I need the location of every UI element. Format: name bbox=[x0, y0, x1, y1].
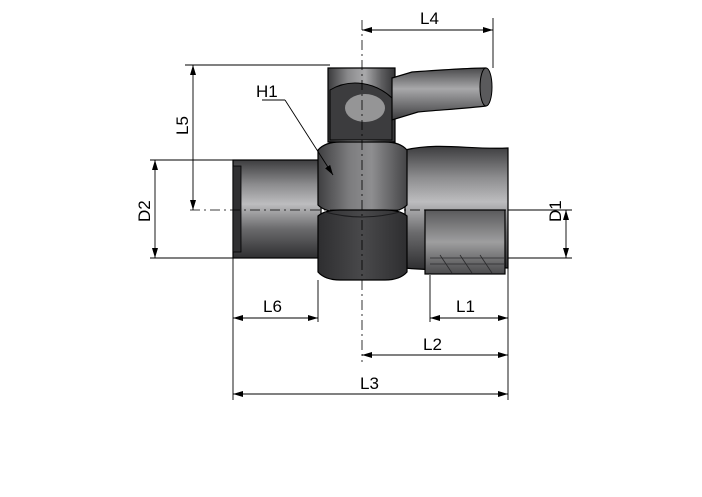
stem-highlight bbox=[345, 94, 385, 122]
label-H1: H1 bbox=[256, 82, 278, 101]
dimension-labels: L4 L5 D2 D1 H1 L6 L1 L2 L3 bbox=[135, 9, 565, 393]
male-thread-end bbox=[232, 159, 322, 259]
lever-tip bbox=[479, 67, 493, 107]
label-L4: L4 bbox=[420, 9, 439, 28]
label-L5: L5 bbox=[173, 116, 192, 135]
label-L3: L3 bbox=[360, 374, 379, 393]
hex-nut-upper bbox=[317, 141, 408, 213]
lever-handle bbox=[391, 67, 492, 121]
label-D2: D2 bbox=[135, 200, 154, 222]
bore-thread-lines bbox=[430, 254, 505, 274]
label-D1: D1 bbox=[546, 200, 565, 222]
label-L6: L6 bbox=[263, 297, 282, 316]
dimension-lines bbox=[152, 27, 569, 397]
label-L1: L1 bbox=[456, 297, 475, 316]
label-L2: L2 bbox=[423, 335, 442, 354]
hex-nut-lower bbox=[317, 209, 408, 281]
thread-chamfer bbox=[232, 165, 242, 253]
center-lines bbox=[190, 20, 520, 362]
